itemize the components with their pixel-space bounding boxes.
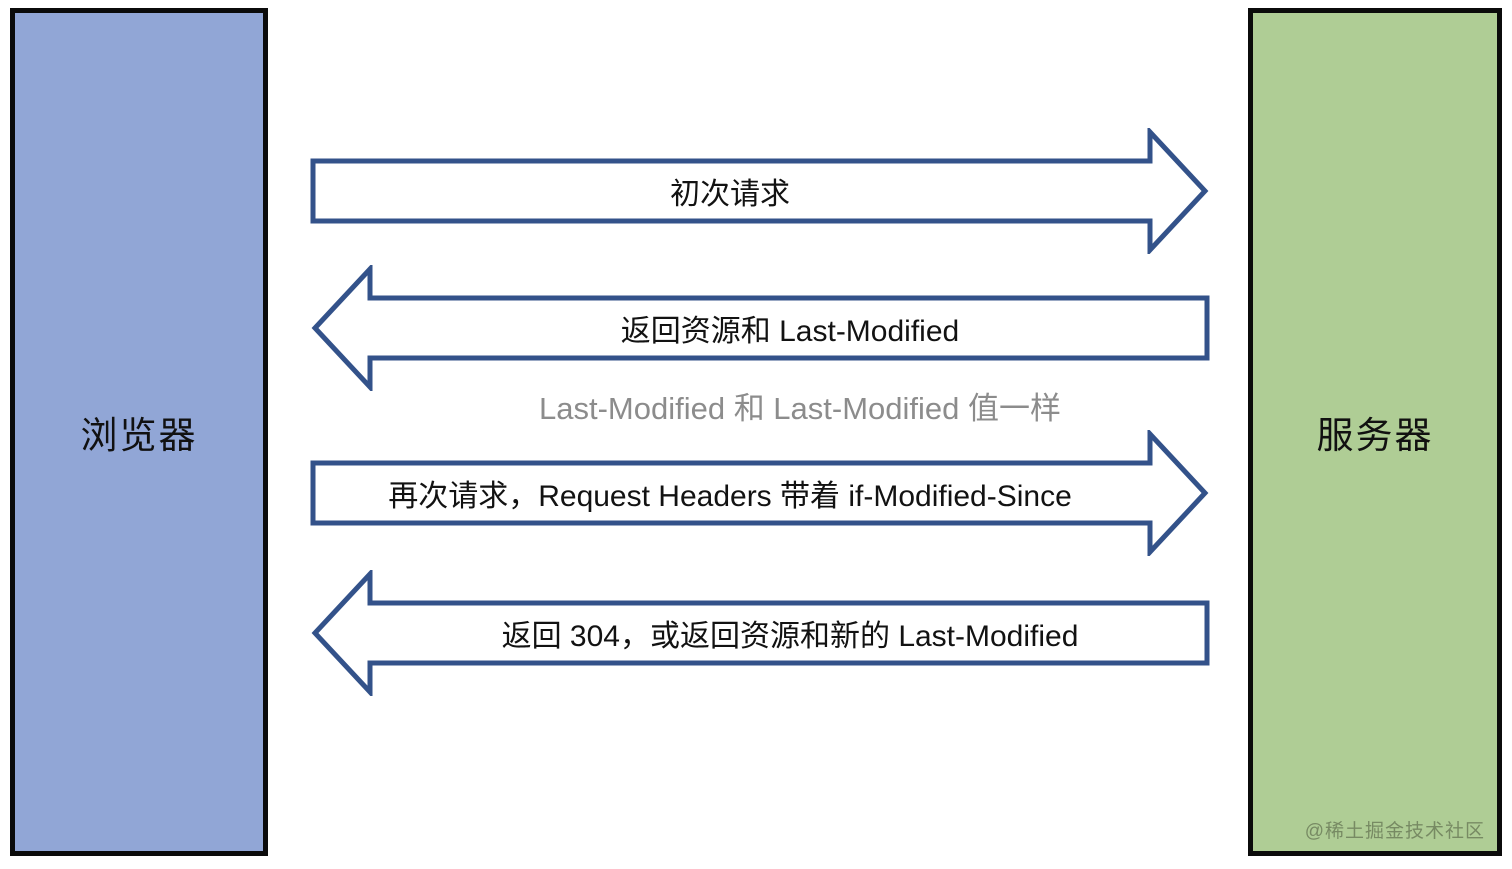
arrow-return-resource-label: 返回资源和 Last-Modified <box>620 315 960 348</box>
arrow-initial-request: 初次请求 <box>310 128 1210 254</box>
note-last-modified-equal: Last-Modified 和 Last-Modified 值一样 <box>538 390 1062 426</box>
browser-box: 浏览器 <box>10 8 268 856</box>
right-arrow-icon <box>310 430 1209 556</box>
right-arrow-icon <box>310 128 1209 254</box>
arrow-return-resource: 返回资源和 Last-Modified <box>310 265 1210 391</box>
watermark: @稀土掘金技术社区 <box>1304 821 1485 842</box>
arrow-return-304-label: 返回 304，或返回资源和新的 Last-Modified <box>501 620 1079 653</box>
arrow-return-304: 返回 304，或返回资源和新的 Last-Modified <box>310 570 1210 696</box>
server-label: 服务器 <box>1316 415 1434 456</box>
left-arrow-icon <box>311 265 1210 391</box>
arrow-second-request: 再次请求，Request Headers 带着 if-Modified-Sinc… <box>310 430 1210 556</box>
arrow-second-request-label: 再次请求，Request Headers 带着 if-Modified-Sinc… <box>388 480 1072 513</box>
server-box: 服务器 @稀土掘金技术社区 <box>1248 8 1502 856</box>
left-arrow-icon <box>311 570 1210 696</box>
arrow-initial-request-label: 初次请求 <box>670 178 790 211</box>
browser-label: 浏览器 <box>80 415 198 456</box>
